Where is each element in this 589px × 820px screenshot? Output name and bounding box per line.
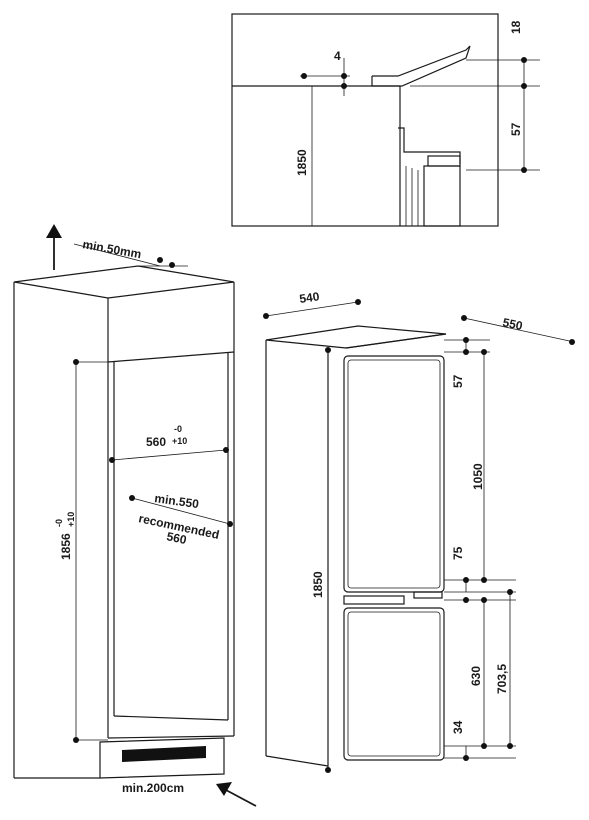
- plinth-vent: [122, 746, 206, 762]
- upper-door-inner: [347, 359, 441, 589]
- min200-label: min.200cm: [122, 781, 184, 795]
- dim-dot: [157, 257, 163, 263]
- dim-dot: [341, 83, 347, 89]
- appliance-bottom: [265, 755, 329, 767]
- width-dim-line: [111, 449, 227, 461]
- dim-dot: [355, 299, 361, 305]
- dim-dot: [569, 339, 575, 345]
- depth-550-label: 550: [501, 315, 524, 333]
- dim-dot: [301, 73, 307, 79]
- appliance: 540 550 1850: [263, 289, 575, 773]
- dim-57-label: 57: [451, 374, 465, 388]
- dim-dot: [263, 313, 269, 319]
- dim-dot: [463, 755, 469, 761]
- lower-door: [343, 607, 445, 761]
- dim-1850-label: 1850: [295, 149, 309, 176]
- dim-dot: [481, 577, 487, 583]
- dim-7035-label: 703,5: [495, 664, 509, 694]
- height-tol-top: -0: [54, 519, 64, 527]
- detail-inset: 4 18 57 1850: [231, 13, 540, 227]
- dim-34-label: 34: [451, 720, 465, 734]
- dim-18-label: 18: [509, 20, 523, 34]
- depth-dim-line: [131, 497, 231, 525]
- plinth: [99, 737, 225, 779]
- detail-frame: [231, 13, 499, 227]
- dim-dot: [507, 589, 513, 595]
- airflow-in-arrow-shaft: [225, 789, 257, 807]
- min50-label: min.50mm: [81, 237, 142, 261]
- door-top-edge: [345, 333, 447, 349]
- airflow-up-arrow-icon: [46, 224, 62, 238]
- dim-dot: [481, 743, 487, 749]
- height-label: 1856: [59, 533, 73, 560]
- dim-dot: [463, 597, 469, 603]
- dim-dot: [223, 447, 229, 453]
- depth-rec-value: 560: [165, 529, 188, 547]
- width-tol-top: -0: [174, 424, 182, 434]
- depth-min-label: min.550: [154, 491, 201, 511]
- airflow-in-arrow-icon: [216, 782, 232, 796]
- dim-dot: [73, 359, 79, 365]
- height-1850-label: 1850: [311, 571, 325, 598]
- dim-dot: [521, 83, 527, 89]
- dim-630-label: 630: [469, 666, 483, 686]
- dim-dot: [73, 737, 79, 743]
- height-tol-bottom: +10: [66, 512, 76, 527]
- cavity-floor-front: [107, 735, 235, 739]
- appliance-top: [265, 325, 447, 349]
- dim-4-label: 4: [334, 49, 341, 63]
- top-bracket: [371, 45, 471, 87]
- upper-door: [343, 355, 445, 593]
- dim-dot: [169, 262, 175, 268]
- dim-dot: [227, 521, 233, 527]
- dim-dot: [129, 495, 135, 501]
- dim-dot: [463, 349, 469, 355]
- width-tol-bottom: +10: [172, 436, 187, 446]
- niche-top-face: [13, 265, 235, 299]
- width-540-line: [265, 301, 359, 317]
- dim-dot: [507, 743, 513, 749]
- dim-dot: [341, 73, 347, 79]
- depth-550-line: [463, 317, 575, 343]
- dim-dot: [481, 349, 487, 355]
- dim-dot: [325, 767, 331, 773]
- dim-dot: [325, 347, 331, 353]
- lower-door-inner: [347, 611, 441, 757]
- door-panel: [423, 165, 461, 227]
- dim-dot: [463, 337, 469, 343]
- cabinet-niche: min.50mm 560 -0 +10 min.550 recommended …: [13, 224, 257, 807]
- dim-dot: [481, 597, 487, 603]
- dim-dot: [521, 167, 527, 173]
- dim-1050-label: 1050: [471, 463, 485, 490]
- niche-header-bottom: [107, 351, 235, 363]
- cavity-floor-back: [113, 715, 229, 721]
- dim-57-label: 57: [509, 122, 523, 136]
- dim-75-label: 75: [451, 546, 465, 560]
- hinge-profile: [398, 127, 461, 164]
- dim-dot: [521, 57, 527, 63]
- width-label: 560: [146, 435, 166, 449]
- dim-dot: [461, 315, 467, 321]
- dim-dot: [463, 577, 469, 583]
- middle-hinge: [343, 595, 405, 605]
- min50-guide: [73, 243, 161, 267]
- width-540-label: 540: [298, 289, 320, 306]
- middle-hinge-right: [413, 591, 443, 599]
- hinge-block: [427, 155, 461, 167]
- dim-dot: [109, 457, 115, 463]
